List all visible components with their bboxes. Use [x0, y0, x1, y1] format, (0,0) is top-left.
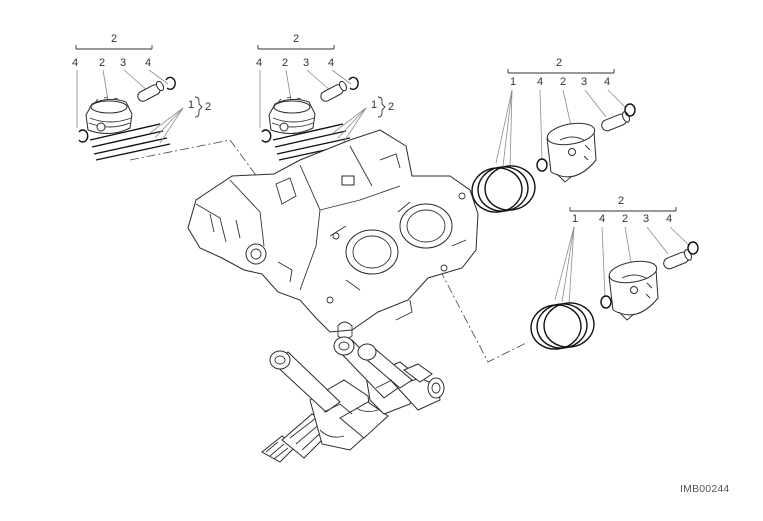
- circlip-icon: [165, 76, 176, 91]
- callout-rings: 1: [371, 99, 377, 111]
- callout-rings: 1: [510, 76, 516, 88]
- piston-icon: [546, 122, 597, 183]
- piston-group-c: 2 1 4 2 3 4: [471, 57, 636, 213]
- callout-pin: 3: [303, 57, 309, 69]
- ring-set-icon: [89, 123, 171, 161]
- piston-group-b: 2 4 2 3 4 1: [256, 33, 394, 161]
- piston-pin-icon: [137, 80, 165, 102]
- callout-piston-kit: 2: [111, 33, 117, 45]
- cylinder-block-illustration: [187, 129, 479, 340]
- callout-piston-kit: 2: [293, 33, 299, 45]
- callout-piston-kit: 2: [560, 76, 566, 88]
- piston-icon: [268, 96, 316, 134]
- circlip-icon: [600, 295, 612, 309]
- circlip-icon: [624, 103, 636, 117]
- callout-circlip: 4: [599, 213, 605, 225]
- ring-set-icon: [272, 123, 354, 161]
- piston-group-a: 2 4 2 3 4 1: [72, 33, 211, 161]
- callout-pin: 3: [643, 213, 649, 225]
- circlip-icon: [78, 129, 89, 143]
- crankshaft-illustration: [261, 336, 445, 463]
- callout-circlip: 4: [256, 57, 262, 69]
- callout-rings: 1: [572, 213, 578, 225]
- callout-pin: 3: [581, 76, 587, 88]
- callout-circlip: 4: [72, 57, 78, 69]
- callout-circlip: 4: [328, 57, 334, 69]
- callout-piston-kit: 2: [622, 213, 628, 225]
- ring-set-icon: [471, 165, 536, 213]
- piston-icon: [85, 96, 133, 134]
- callout-piston-kit: 2: [556, 57, 562, 69]
- callout-circlip: 4: [666, 213, 672, 225]
- circlip-icon: [687, 241, 699, 255]
- callout-circlip: 4: [604, 76, 610, 88]
- callout-piston-kit: 2: [282, 57, 288, 69]
- circlip-icon: [536, 158, 548, 172]
- callout-piston-kit: 2: [388, 101, 394, 113]
- callout-piston-kit: 2: [618, 195, 624, 207]
- circlip-icon: [348, 76, 359, 91]
- piston-pin-icon: [320, 80, 348, 102]
- piston-group-d: 2 1 4 2 3 4: [530, 195, 699, 350]
- drawing-code: IMB00244: [680, 483, 730, 495]
- callout-circlip: 4: [145, 57, 151, 69]
- callout-pin: 3: [120, 57, 126, 69]
- callout-piston-kit: 2: [205, 101, 211, 113]
- circlip-icon: [261, 129, 272, 143]
- callout-piston-kit: 2: [99, 57, 105, 69]
- callout-rings: 1: [188, 99, 194, 111]
- piston-icon: [608, 260, 659, 321]
- ring-set-icon: [530, 302, 595, 350]
- callout-circlip: 4: [537, 76, 543, 88]
